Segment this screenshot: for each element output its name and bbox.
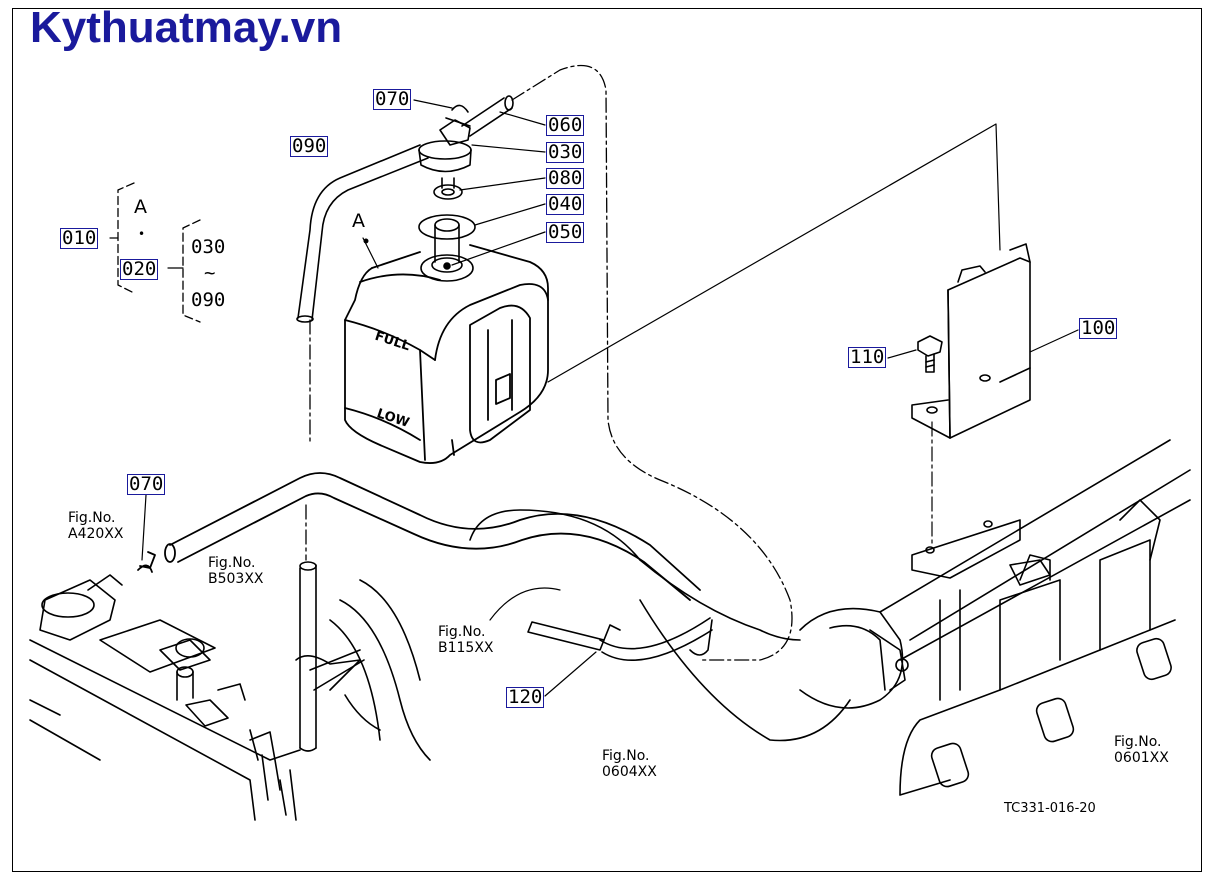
assembly-dashline [511, 64, 793, 661]
part-label-050: 050 [546, 221, 585, 243]
part-label-080: 080 [546, 167, 585, 189]
part-label-070-bottom: 070 [127, 473, 166, 495]
overflow-hose [296, 95, 514, 323]
filler-cap [418, 104, 472, 173]
fig-ref-caption: Fig.No. [438, 624, 486, 640]
fig-ref-code: 0604XX [602, 764, 657, 781]
fig-ref-b115: Fig.No. B115XX [438, 624, 494, 656]
gasket-080 [433, 177, 463, 200]
recovery-tank [344, 244, 549, 464]
fig-ref-code: B503XX [208, 571, 264, 588]
fig-ref-b503: Fig.No. B503XX [208, 555, 264, 587]
vertical-pipe [295, 561, 431, 761]
cable-tie [527, 617, 713, 662]
legend-range-from: 030 [191, 236, 226, 258]
fig-ref-0604: Fig.No. 0604XX [602, 748, 657, 780]
reservoir-hose [137, 472, 701, 601]
drawing-code: TC331-016-20 [1004, 801, 1096, 816]
fig-ref-0601: Fig.No. 0601XX [1114, 734, 1169, 766]
legend-brackets [117, 182, 201, 323]
neck-050 [420, 254, 474, 282]
assembly-dashline-hose [305, 319, 311, 561]
fig-ref-code: 0601XX [1114, 750, 1169, 767]
leader-lines [141, 99, 1079, 697]
part-label-040: 040 [546, 193, 585, 215]
fig-ref-code: B115XX [438, 640, 494, 657]
brand-watermark: Kythuatmay.vn [30, 3, 343, 52]
drawing-frame [12, 8, 1202, 872]
part-label-070-top: 070 [373, 88, 412, 110]
part-label-110: 110 [848, 346, 887, 368]
part-label-090: 090 [290, 135, 329, 157]
bolt-110 [917, 335, 943, 546]
legend-dot: • [138, 227, 146, 241]
legend-range-to: 090 [191, 289, 226, 311]
radiator [29, 574, 301, 821]
tank-a-mark: A [352, 210, 365, 232]
fig-ref-code: A420XX [68, 526, 124, 543]
fig-ref-caption: Fig.No. [1114, 734, 1162, 750]
bracket-100 [911, 243, 1031, 439]
exhaust-manifold [469, 439, 1191, 796]
part-label-030: 030 [546, 141, 585, 163]
part-label-010: 010 [60, 227, 99, 249]
part-label-020: 020 [120, 258, 159, 280]
fig-ref-a420: Fig.No. A420XX [68, 510, 123, 542]
fig-ref-caption: Fig.No. [68, 510, 116, 526]
legend-a-mark: A [134, 196, 147, 218]
part-label-120: 120 [506, 686, 545, 708]
fig-ref-caption: Fig.No. [602, 748, 650, 764]
fig-ref-caption: Fig.No. [208, 555, 256, 571]
part-label-060: 060 [546, 114, 585, 136]
legend-range-tilde: ~ [204, 262, 216, 284]
part-label-100: 100 [1079, 317, 1118, 339]
